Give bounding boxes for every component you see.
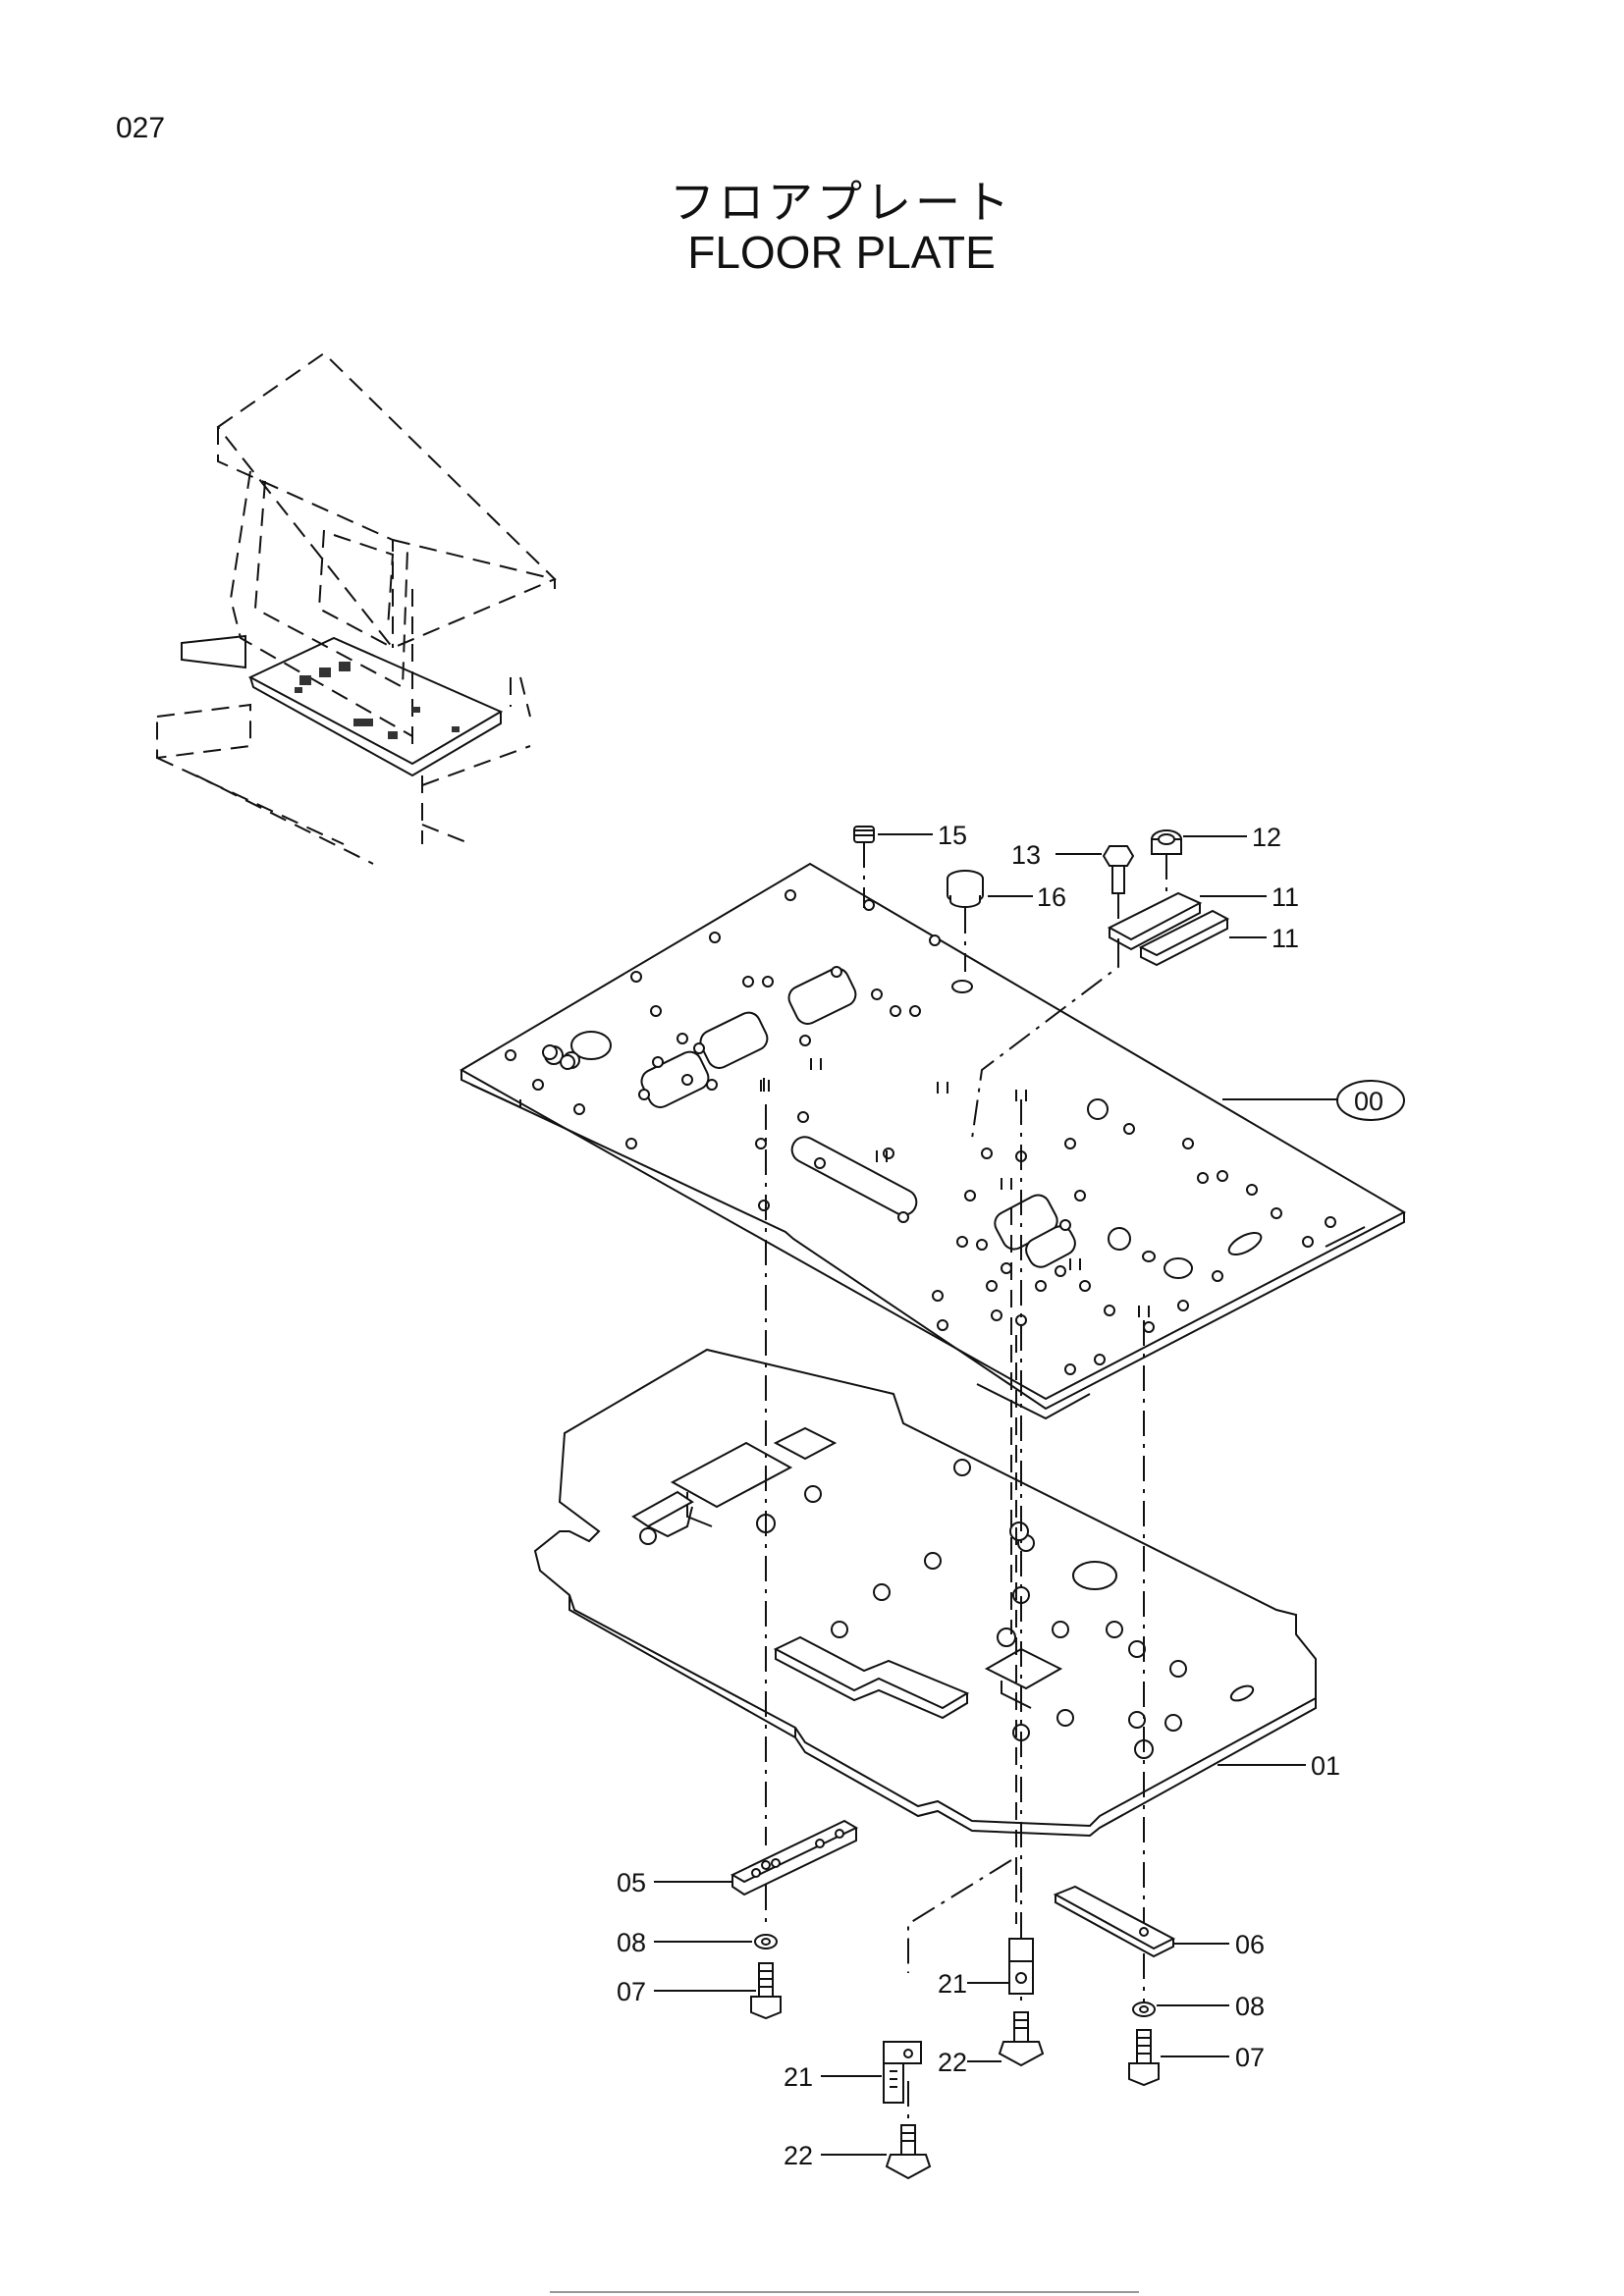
leader-lines	[654, 833, 1405, 2156]
callout-00: 00	[1354, 1087, 1383, 1116]
callout-05: 05	[617, 1868, 646, 1897]
callout-12: 12	[1252, 823, 1281, 852]
callout-15: 15	[938, 821, 967, 850]
callout-08-left: 08	[617, 1928, 646, 1957]
callout-08-right: 08	[1235, 1992, 1265, 2021]
hardware-top	[760, 826, 1230, 1317]
callout-07-right: 07	[1235, 2043, 1265, 2072]
callout-07-left: 07	[617, 1977, 646, 2006]
callout-16: 16	[1037, 882, 1066, 912]
callout-13: 13	[1011, 840, 1041, 870]
callout-06: 06	[1235, 1930, 1265, 1959]
callout-11-upper: 11	[1272, 882, 1299, 912]
callout-22-left: 22	[784, 2141, 813, 2170]
hardware-bottom	[730, 1819, 1176, 2180]
cab-location-inset	[156, 351, 557, 865]
callout-21-left: 21	[784, 2062, 813, 2092]
callout-labels: 15 13 12 16 11 11 00 01 05 08 07 21 22 2…	[617, 821, 1383, 2170]
title-japanese: フロアプレート	[670, 177, 1013, 228]
bottom-rule	[550, 2291, 1139, 2293]
callout-11-lower: 11	[1272, 924, 1299, 953]
floor-plate-lower	[533, 1348, 1317, 1838]
callout-22-right: 22	[938, 2048, 967, 2077]
callout-01: 01	[1311, 1751, 1340, 1781]
title-english: FLOOR PLATE	[687, 227, 996, 278]
callout-21-right: 21	[938, 1969, 967, 1999]
assembly-lines	[765, 1099, 1145, 2120]
floor-plate-upper	[459, 862, 1407, 1420]
page-number: 027	[116, 112, 166, 144]
